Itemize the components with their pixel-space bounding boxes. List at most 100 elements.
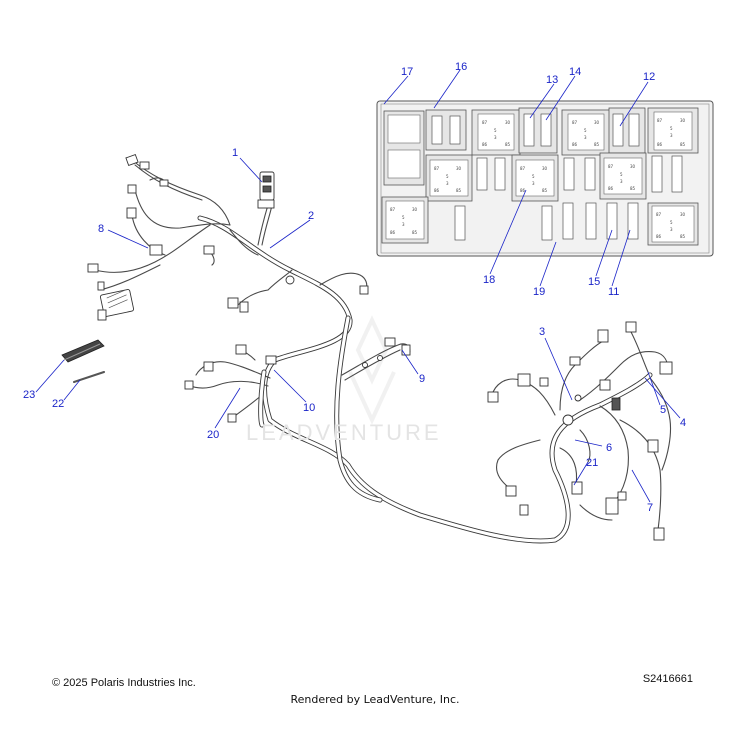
part-1-connector: [257, 171, 275, 209]
callout-17: 17: [401, 66, 413, 78]
branch-9: [341, 337, 411, 381]
svg-text:86: 86: [608, 186, 614, 191]
relay: 87 30 5 3 86 85: [647, 202, 699, 246]
svg-text:86: 86: [482, 142, 488, 147]
callout-20: 20: [207, 429, 219, 441]
svg-text:85: 85: [680, 234, 686, 239]
svg-text:30: 30: [412, 207, 418, 212]
connector: [87, 153, 215, 291]
svg-text:30: 30: [680, 212, 686, 217]
svg-text:3: 3: [670, 227, 673, 232]
svg-text:3: 3: [584, 135, 587, 140]
callout-2: 2: [308, 210, 314, 222]
svg-text:30: 30: [630, 164, 636, 169]
svg-text:5: 5: [402, 215, 405, 220]
svg-text:87: 87: [657, 118, 663, 123]
relay: [383, 110, 425, 186]
callout-labels: 1 2 3 4 5 6 7 8 9 10 11 12 13 14 15 16 1…: [23, 61, 686, 514]
connector: [227, 269, 369, 313]
callout-14: 14: [569, 66, 581, 78]
callout-5: 5: [660, 404, 666, 416]
branch-20: [184, 344, 277, 428]
connector: [487, 321, 673, 541]
svg-text:85: 85: [594, 142, 600, 147]
callout-12: 12: [643, 71, 655, 83]
callout-16: 16: [455, 61, 467, 73]
svg-text:5: 5: [620, 172, 623, 177]
diagram-reference-code: S2416661: [642, 673, 693, 685]
leader-lines: [35, 69, 681, 503]
callout-8: 8: [98, 223, 104, 235]
svg-text:30: 30: [456, 166, 462, 171]
svg-text:85: 85: [456, 188, 462, 193]
callout-19: 19: [533, 286, 545, 298]
watermark-logo: [348, 315, 396, 425]
relay: [518, 107, 558, 154]
svg-text:5: 5: [494, 128, 497, 133]
callout-23: 23: [23, 389, 35, 401]
svg-text:3: 3: [532, 181, 535, 186]
main-harness: [197, 204, 653, 544]
svg-text:86: 86: [434, 188, 440, 193]
callout-15: 15: [588, 276, 600, 288]
svg-text:5: 5: [446, 174, 449, 179]
svg-text:5: 5: [670, 126, 673, 131]
rendered-by-note: Rendered by LeadVenture, Inc.: [290, 693, 460, 706]
rear-harness-branch: [491, 329, 672, 531]
svg-text:3: 3: [620, 179, 623, 184]
svg-text:5: 5: [532, 174, 535, 179]
svg-text:87: 87: [608, 164, 614, 169]
front-harness-branch: [94, 159, 259, 291]
svg-text:30: 30: [680, 118, 686, 123]
callout-1: 1: [232, 147, 238, 159]
svg-text:30: 30: [594, 120, 600, 125]
svg-text:5: 5: [584, 128, 587, 133]
svg-text:3: 3: [446, 181, 449, 186]
part-23-fuse-strip: [61, 339, 105, 363]
svg-text:85: 85: [542, 188, 548, 193]
svg-text:87: 87: [482, 120, 488, 125]
svg-text:85: 85: [680, 142, 686, 147]
svg-text:87: 87: [656, 212, 662, 217]
fuse-row: [563, 157, 596, 191]
svg-text:86: 86: [657, 142, 663, 147]
callout-11: 11: [608, 286, 619, 298]
copyright-notice: © 2025 Polaris Industries Inc.: [52, 677, 196, 689]
svg-text:3: 3: [402, 222, 405, 227]
callout-13: 13: [546, 74, 558, 86]
callout-21: 21: [586, 457, 598, 469]
callout-6: 6: [606, 442, 612, 454]
svg-text:85: 85: [630, 186, 636, 191]
fuse-row: [454, 202, 639, 241]
callout-3: 3: [539, 326, 545, 338]
fuse-row: [651, 155, 683, 193]
svg-text:3: 3: [494, 135, 497, 140]
relay: [425, 109, 467, 151]
svg-text:87: 87: [390, 207, 396, 212]
fuse-row: [476, 157, 506, 191]
svg-text:86: 86: [656, 234, 662, 239]
callout-10: 10: [303, 402, 315, 414]
svg-text:86: 86: [520, 188, 526, 193]
callout-4: 4: [680, 417, 686, 429]
svg-text:30: 30: [505, 120, 511, 125]
svg-text:85: 85: [412, 230, 418, 235]
callout-7: 7: [647, 502, 653, 514]
part-ecu-block: [97, 289, 135, 321]
relay: 87 30 5 3 86 85: [599, 152, 647, 200]
callout-9: 9: [419, 373, 425, 385]
svg-text:86: 86: [572, 142, 578, 147]
svg-text:87: 87: [520, 166, 526, 171]
fuse-relay-box: 87 30 5 3 86 85 87 30 5 3 86 85 87 30 5 3 86 85: [376, 100, 714, 257]
callout-22: 22: [52, 398, 64, 410]
svg-text:5: 5: [670, 220, 673, 225]
part-22-cable-tie: [73, 371, 105, 383]
callout-18: 18: [483, 274, 495, 286]
